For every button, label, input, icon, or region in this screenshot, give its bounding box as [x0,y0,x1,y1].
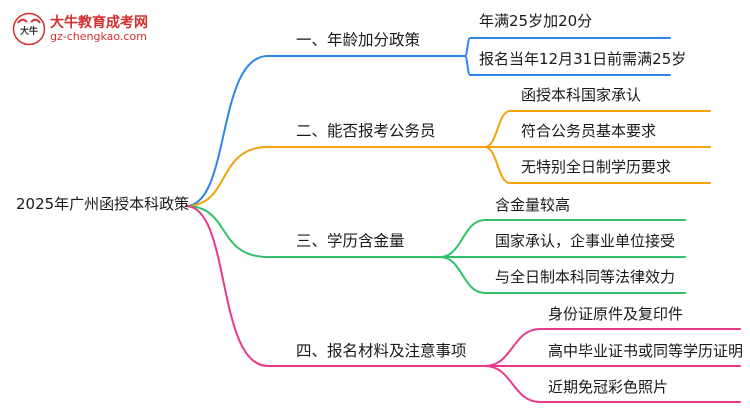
leaf-value-1: 含金量较高 [495,196,571,214]
leaf-materials-3: 近期免冠彩色照片 [548,378,669,396]
leaf-value-2: 国家承认，企事业单位接受 [495,232,676,250]
branch-connector [185,55,466,207]
leaf-civil-3: 无特别全日制学历要求 [521,158,672,176]
branch-degree-value: 三、学历含金量 [296,232,405,250]
leaf-connector [439,256,686,294]
root-topic: 2025年广州函授本科政策 [16,195,190,213]
branch-connector [185,205,441,258]
brand-url: gz-chengkao.com [50,29,147,43]
branch-age-bonus: 一、年龄加分政策 [296,31,421,49]
brand-text: 大牛教育成考网 gz-chengkao.com [50,15,148,44]
leaf-connector [484,328,741,367]
bull-logo-icon: 大牛 [12,12,46,46]
branch-civil-service: 二、能否报考公务员 [296,122,436,140]
leaf-materials-1: 身份证原件及复印件 [548,305,684,323]
leaf-connector [484,365,741,403]
leaf-age-2: 报名当年12月31日前需满25岁 [479,50,687,68]
leaf-age-1: 年满25岁加20分 [479,12,593,30]
branch-materials: 四、报名材料及注意事项 [296,342,467,360]
leaf-connector [484,110,711,148]
leaf-connector [464,55,671,76]
brand-logo: 大牛 大牛教育成考网 gz-chengkao.com [12,12,148,46]
branch-connector [185,205,486,367]
leaf-connector [439,219,686,258]
brand-name: 大牛教育成考网 [50,14,148,31]
leaf-materials-2: 高中毕业证书或同等学历证明 [548,342,744,360]
logo-badge-text: 大牛 [20,25,38,37]
leaf-civil-1: 函授本科国家承认 [521,86,642,104]
leaf-value-3: 与全日制本科同等法律效力 [495,268,676,286]
leaf-connector [484,146,711,184]
leaf-civil-2: 符合公务员基本要求 [521,122,657,140]
branch-connector [185,146,486,207]
